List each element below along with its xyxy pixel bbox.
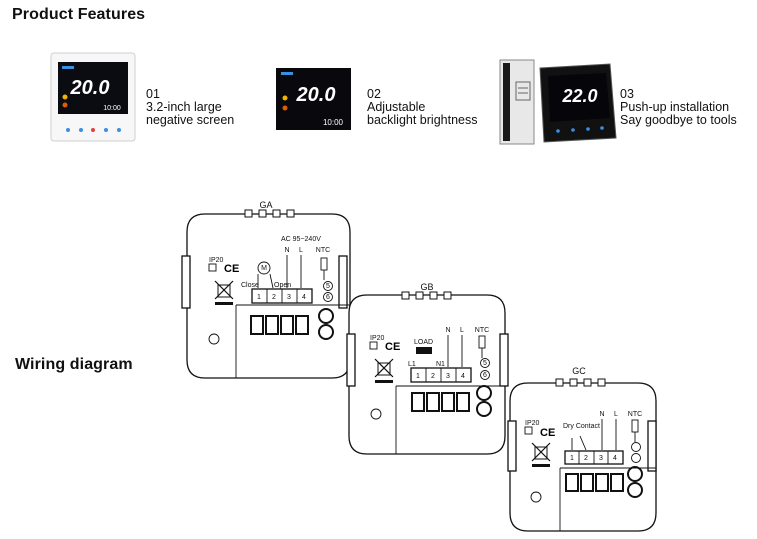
gc-title: GC [572, 366, 586, 376]
diagram-ga: GA IP20 CE AC 95~240V N L NTC M Close Op… [181, 200, 351, 379]
svg-text:3: 3 [446, 373, 450, 380]
wiring-diagram-heading: Wiring diagram [15, 356, 133, 373]
svg-text:N: N [284, 247, 289, 254]
svg-text:N: N [599, 411, 604, 418]
svg-text:M: M [261, 265, 267, 272]
svg-text:Dry Contact: Dry Contact [563, 423, 600, 430]
svg-text:4: 4 [613, 455, 617, 462]
svg-text:CE: CE [540, 427, 555, 439]
display-temp: 20.0 [70, 77, 110, 99]
svg-text:3: 3 [599, 455, 603, 462]
svg-text:Open: Open [274, 282, 291, 289]
svg-text:10:00: 10:00 [103, 105, 121, 112]
gb-title: GB [420, 282, 433, 292]
svg-text:4: 4 [302, 294, 306, 301]
svg-text:NTC: NTC [475, 327, 489, 334]
gb-terminal-block: 1 2 3 4 [410, 367, 472, 383]
ga-ce-mark: CE [224, 263, 239, 275]
svg-text:L: L [299, 247, 303, 254]
svg-text:NTC: NTC [628, 411, 642, 418]
ga-terminal-block: 1 2 3 4 [251, 288, 313, 304]
svg-text:IP20: IP20 [525, 420, 540, 427]
svg-text:2: 2 [272, 294, 276, 301]
svg-text:22.0: 22.0 [561, 86, 597, 106]
feature-2-text: 02 Adjustable backlight brightness [367, 87, 478, 127]
diagram-gb: GB IP20 CE LOAD N L NTC L1 N1 1 2 3 4 5 … [346, 282, 509, 455]
thermostat-black-image: 20.0 10:00 [276, 68, 351, 130]
svg-text:1: 1 [570, 455, 574, 462]
svg-text:L: L [614, 411, 618, 418]
svg-text:2: 2 [584, 455, 588, 462]
svg-text:CE: CE [385, 341, 400, 353]
svg-text:NTC: NTC [316, 247, 330, 254]
svg-text:N: N [445, 327, 450, 334]
product-features-heading: Product Features [12, 6, 146, 23]
feature-1-text: 01 3.2-inch large negative screen [146, 87, 235, 127]
svg-text:LOAD: LOAD [414, 339, 433, 346]
svg-text:1: 1 [257, 294, 261, 301]
svg-text:5: 5 [326, 283, 330, 290]
svg-text:N1: N1 [436, 361, 445, 368]
ga-title: GA [259, 200, 272, 210]
svg-text:6: 6 [326, 294, 330, 301]
svg-text:3: 3 [287, 294, 291, 301]
svg-text:4: 4 [461, 373, 465, 380]
thermostat-white-image: 20.0 10:00 [50, 52, 136, 142]
gc-terminal-block: 1 2 3 4 [564, 450, 624, 465]
svg-text:6: 6 [483, 372, 487, 379]
svg-text:IP20: IP20 [370, 335, 385, 342]
svg-text:5: 5 [483, 360, 487, 367]
svg-text:L1: L1 [408, 361, 416, 368]
svg-text:20.0: 20.0 [296, 84, 336, 106]
ga-ip-label: IP20 [209, 257, 224, 264]
thermostat-install-image: 22.0 [498, 58, 620, 146]
svg-text:L: L [460, 327, 464, 334]
ga-voltage-label: AC 95~240V [281, 236, 321, 243]
feature-3-text: 03 Push-up installation Say goodbye to t… [620, 87, 737, 127]
svg-text:Close: Close [241, 282, 259, 289]
svg-text:2: 2 [431, 373, 435, 380]
svg-text:1: 1 [416, 373, 420, 380]
diagram-gc: GC IP20 CE Dry Contact N L NTC 1 2 3 4 [507, 366, 657, 532]
svg-text:10:00: 10:00 [323, 118, 344, 127]
